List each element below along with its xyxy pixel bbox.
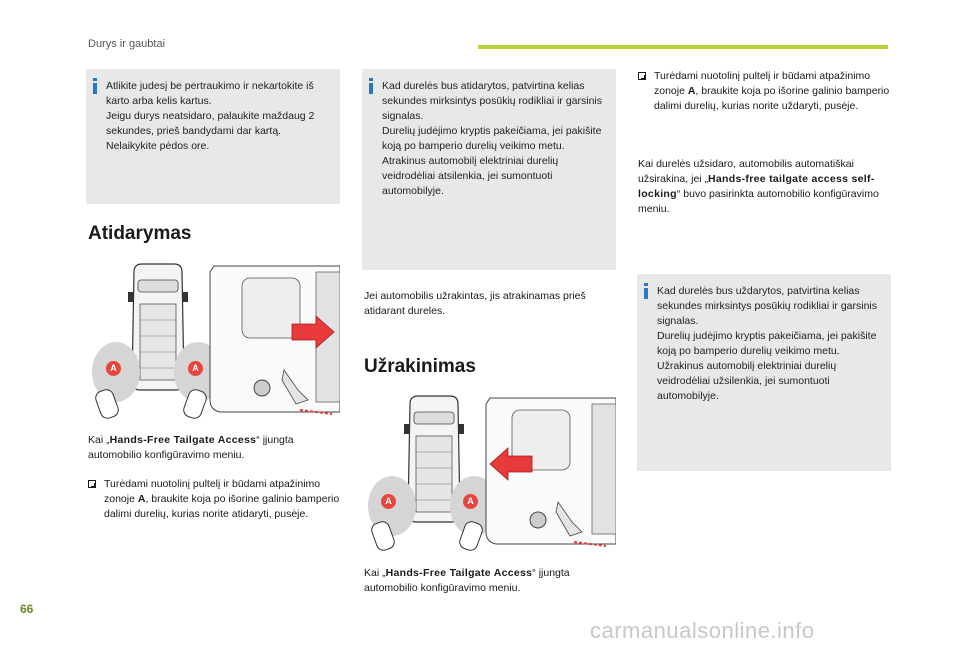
watermark: carmanualsonline.info	[590, 618, 815, 643]
van-side-view-icon	[485, 397, 616, 545]
foot-kick-icon	[555, 501, 607, 547]
running-header: Durys ir gaubtai	[88, 38, 166, 50]
header-accent-bar	[478, 45, 888, 49]
zone-label-a-right: A	[463, 494, 478, 509]
activation-condition-text: Kai „Hands-Free Tailgate Access“ įjungta…	[364, 567, 570, 594]
note-box-closing-confirmation: Kad durelės bus uždarytos, patvirtina ke…	[637, 274, 891, 471]
zone-label-a-right: A	[188, 361, 203, 376]
note-text: Atlikite judesį be pertraukimo ir nekart…	[106, 80, 315, 152]
info-icon	[643, 283, 649, 299]
unlock-before-open-text: Jei automobilis užrakintas, jis atrakina…	[364, 290, 586, 317]
opening-step-bullet: Turėdami nuotolinį pultelį ir būdami atp…	[88, 477, 340, 522]
note-text: Kad durelės bus uždarytos, patvirtina ke…	[657, 285, 877, 402]
section-heading-locking: Užrakinimas	[364, 356, 476, 377]
closing-step-bullet: Turėdami nuotolinį pultelį ir būdami atp…	[638, 69, 890, 114]
info-icon	[92, 78, 98, 94]
van-top-view-icon	[128, 263, 188, 391]
page-number: 66	[20, 602, 34, 616]
opening-illustration	[92, 263, 340, 419]
auto-lock-text: Kai durelės užsidaro, automobilis automa…	[638, 158, 879, 215]
note-box-opening-confirmation: Kad durelės bus atidarytos, patvirtina k…	[362, 69, 616, 270]
open-direction-arrow-icon	[291, 315, 335, 349]
zone-label-a-left: A	[106, 361, 121, 376]
key-fob-icon	[95, 389, 207, 419]
close-direction-arrow-icon	[489, 447, 533, 481]
closing-illustration	[368, 395, 616, 551]
zone-label-a-left: A	[381, 494, 396, 509]
key-fob-icon	[371, 521, 483, 551]
bullet-check-icon	[638, 72, 646, 80]
activation-condition-text: Kai „Hands-Free Tailgate Access“ įjungta…	[88, 434, 294, 461]
note-box-opening-tips: Atlikite judesį be pertraukimo ir nekart…	[86, 69, 340, 204]
bullet-check-icon	[88, 480, 96, 488]
foot-kick-icon	[281, 369, 333, 415]
section-heading-opening: Atidarymas	[88, 223, 192, 244]
info-icon	[368, 78, 374, 94]
note-text: Kad durelės bus atidarytos, patvirtina k…	[382, 80, 602, 197]
